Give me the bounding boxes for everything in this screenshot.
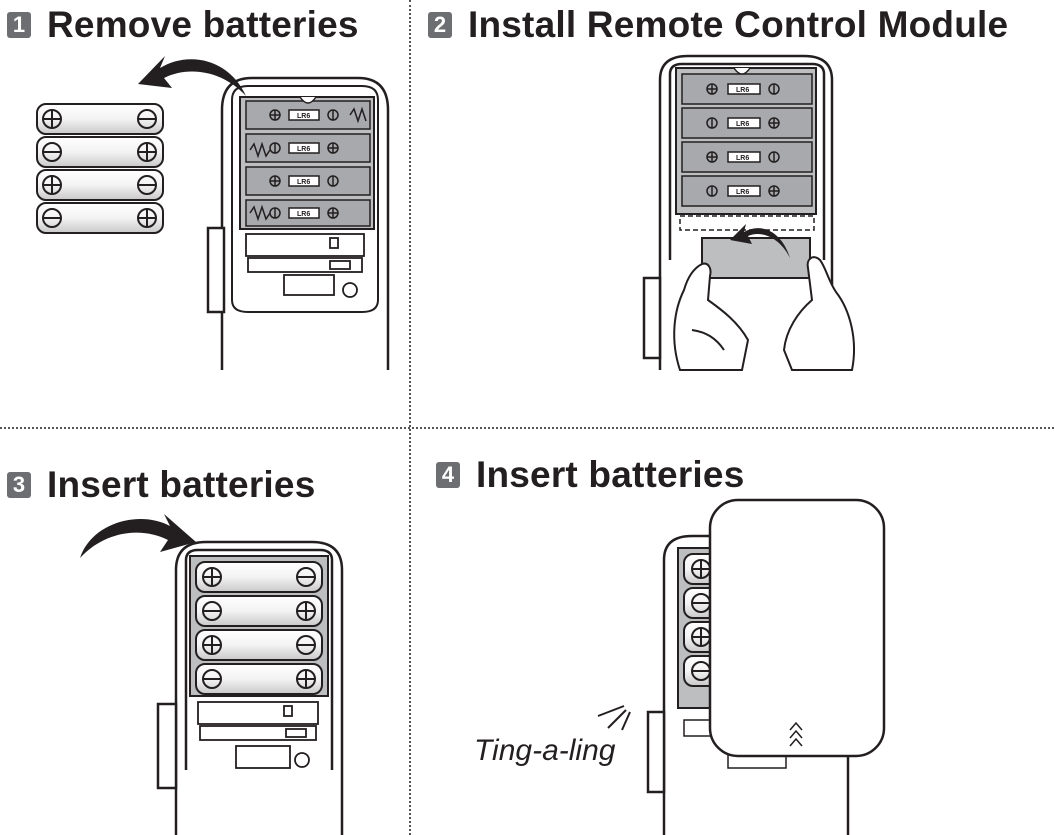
- installed-battery: [195, 663, 323, 695]
- step-2-panel: 2 Install Remote Control Module LR6 LR6 …: [412, 0, 1054, 425]
- step-3-title: Insert batteries: [47, 464, 316, 505]
- horizontal-dotted-divider: [0, 427, 1054, 429]
- hand-icon: [782, 256, 855, 371]
- svg-text:LR6: LR6: [297, 211, 310, 218]
- loose-battery: [36, 136, 164, 168]
- lock-body: [642, 54, 834, 370]
- step-3-illustration: [80, 514, 344, 835]
- step-4-illustration: [597, 498, 886, 835]
- loose-battery: [36, 103, 164, 135]
- step-4-number-badge: 4: [436, 462, 460, 488]
- circular-arrow-icon: [730, 224, 790, 258]
- hand-icon: [673, 262, 750, 371]
- step-1-heading: 1 Remove batteries: [7, 4, 359, 46]
- circular-arrow-icon: [138, 56, 246, 96]
- step-2-heading: 2 Install Remote Control Module: [428, 4, 1008, 46]
- step-4-heading: 4 Insert batteries: [436, 454, 744, 496]
- step-2-number-badge: 2: [428, 12, 452, 38]
- step-1-panel: 1 Remove batteries: [0, 0, 408, 425]
- step-1-title: Remove batteries: [47, 4, 359, 45]
- step-4-title: Insert batteries: [476, 454, 745, 495]
- loose-battery: [36, 169, 164, 201]
- svg-text:LR6: LR6: [736, 189, 749, 196]
- installed-battery: [195, 561, 323, 593]
- up-chevrons-icon: [789, 721, 803, 747]
- step-3-heading: 3 Insert batteries: [7, 464, 315, 506]
- step-4-panel: 4 Insert batteries: [412, 430, 1054, 835]
- module-slot: [245, 233, 365, 298]
- remote-control-module: [701, 237, 811, 279]
- step-2-title: Install Remote Control Module: [468, 4, 1009, 45]
- module-slot: [197, 701, 319, 769]
- step-3-number-badge: 3: [7, 472, 31, 498]
- step-3-panel: 3 Insert batteries: [0, 430, 408, 835]
- lock-body: [206, 76, 390, 370]
- installed-battery: [195, 595, 323, 627]
- svg-text:LR6: LR6: [736, 121, 749, 128]
- vertical-dotted-divider: [409, 0, 411, 835]
- battery-compartment: [189, 555, 329, 697]
- sound-lines-icon: [597, 705, 631, 731]
- battery-compartment: LR6 LR6 LR6 LR6: [675, 67, 817, 215]
- battery-compartment: LR6 LR6 LR6 LR6: [239, 96, 375, 230]
- svg-text:LR6: LR6: [736, 155, 749, 162]
- module-slot: [679, 215, 815, 231]
- svg-text:LR6: LR6: [297, 113, 310, 120]
- step-1-number-badge: 1: [7, 12, 31, 38]
- svg-text:LR6: LR6: [736, 87, 749, 94]
- circular-arrow-icon: [80, 514, 196, 558]
- svg-text:LR6: LR6: [297, 146, 310, 153]
- sound-effect-label: Ting-a-ling: [474, 734, 616, 767]
- battery-cover: [708, 498, 886, 758]
- lock-body: [156, 540, 344, 835]
- svg-text:LR6: LR6: [297, 179, 310, 186]
- step-2-illustration: LR6 LR6 LR6 LR6: [642, 54, 855, 371]
- step-1-illustration: LR6 LR6 LR6 LR6: [36, 56, 390, 370]
- installed-battery: [195, 629, 323, 661]
- loose-battery: [36, 202, 164, 234]
